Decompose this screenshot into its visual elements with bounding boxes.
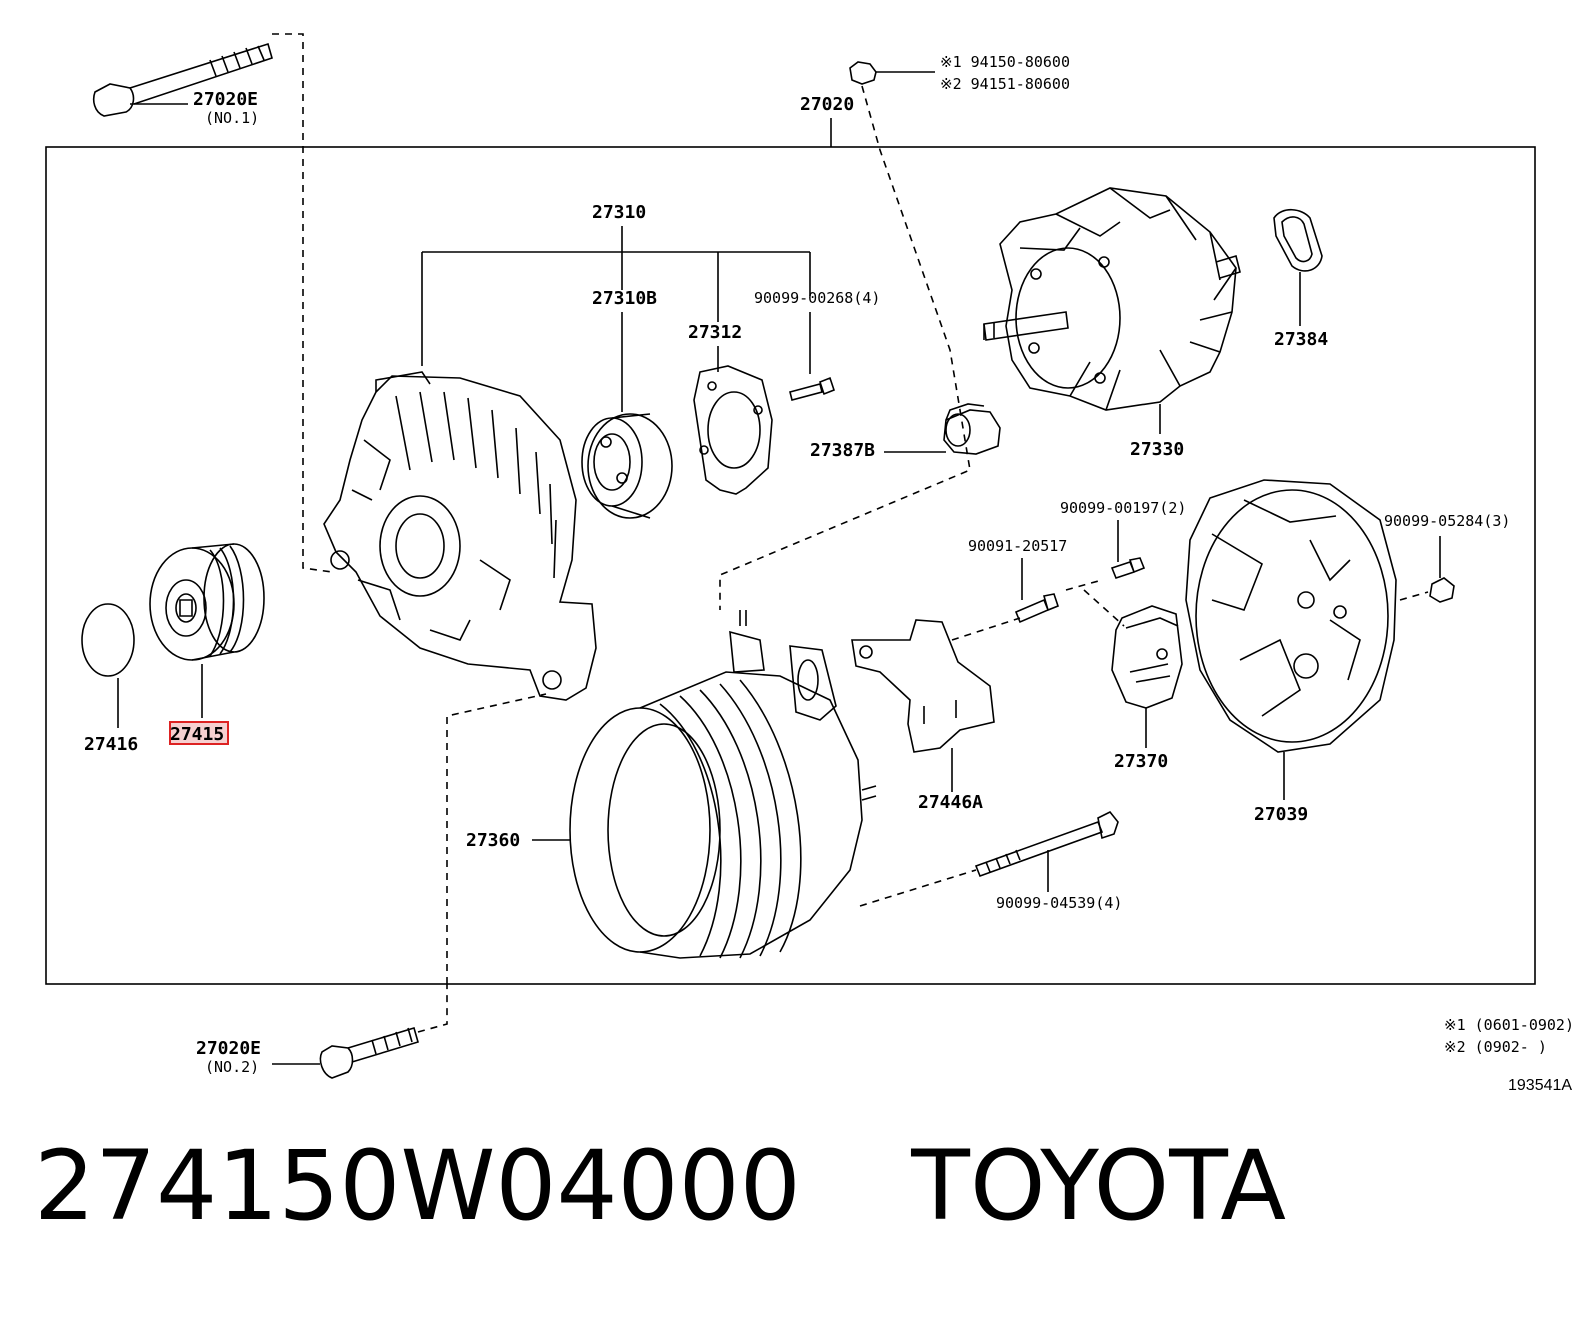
frame-group-label: 27310 [592, 202, 646, 223]
footer-caption: 274150W04000 TOYOTA [34, 1130, 1286, 1242]
nut-icon [849, 61, 877, 85]
nut-note1-label: ※1 94150-80600 [940, 53, 1070, 71]
screw-frame-label: 90099-00268(4) [754, 289, 880, 307]
insulator-icon [943, 403, 1001, 455]
plate-label: 27312 [688, 322, 742, 343]
bolt-no2-sub-label: (NO.2) [205, 1058, 259, 1076]
bolt-no2-icon [319, 1026, 419, 1079]
end-cover-icon [1185, 479, 1397, 753]
screw-regulator-label: 90099-00197(2) [1060, 499, 1186, 517]
end-cover-label: 27039 [1254, 804, 1308, 825]
bearing-icon [581, 413, 673, 519]
cap-icon [81, 603, 135, 677]
part-number-text: 274150W04000 [34, 1130, 801, 1242]
screw-cover-label: 90091-20517 [968, 537, 1067, 555]
assembly-label: 27020 [800, 94, 854, 115]
through-bolt-icon [974, 810, 1119, 878]
stator-label: 27360 [466, 830, 520, 851]
rotor-icon [983, 187, 1241, 411]
brand-text: TOYOTA [911, 1130, 1287, 1242]
pulley-label-highlight [169, 721, 229, 745]
nut-cover-label: 90099-05284(3) [1384, 512, 1510, 530]
nut-cover-icon [1429, 577, 1455, 603]
insulator-label: 27387B [810, 440, 875, 461]
range-note1-label: ※1 (0601-0902) [1444, 1016, 1574, 1034]
bolt-no2-part-label: 27020E [196, 1038, 261, 1059]
regulator-label: 27370 [1114, 751, 1168, 772]
rotor-ring-label: 27384 [1274, 329, 1328, 350]
terminal-label: 27446A [918, 792, 983, 813]
bolt-no1-icon [92, 42, 273, 117]
screw-frame-icon [789, 376, 835, 401]
stator-icon [569, 610, 877, 959]
bolt-no1-part-label: 27020E [193, 89, 258, 110]
cap-label: 27416 [84, 734, 138, 755]
drive-end-frame-icon [323, 371, 597, 701]
diagram-code-label: 193541A [1508, 1077, 1572, 1094]
pulley-label: 27415 [170, 724, 224, 745]
pulley-icon [149, 543, 265, 661]
through-bolt-label: 90099-04539(4) [996, 894, 1122, 912]
frame-label: 27310B [592, 288, 657, 309]
assembly-frame-box [45, 146, 1536, 985]
screw-regulator-icon [1110, 557, 1146, 579]
retainer-plate-icon [693, 365, 773, 495]
bolt-no1-sub-label: (NO.1) [205, 109, 259, 127]
rotor-label: 27330 [1130, 439, 1184, 460]
screw-cover-icon [1014, 593, 1059, 624]
nut-note2-label: ※2 94151-80600 [940, 75, 1070, 93]
rotor-ring-icon [1273, 208, 1323, 272]
range-note2-label: ※2 (0902- ) [1444, 1038, 1547, 1056]
terminal-plate-icon [851, 619, 995, 753]
regulator-icon [1111, 605, 1183, 709]
